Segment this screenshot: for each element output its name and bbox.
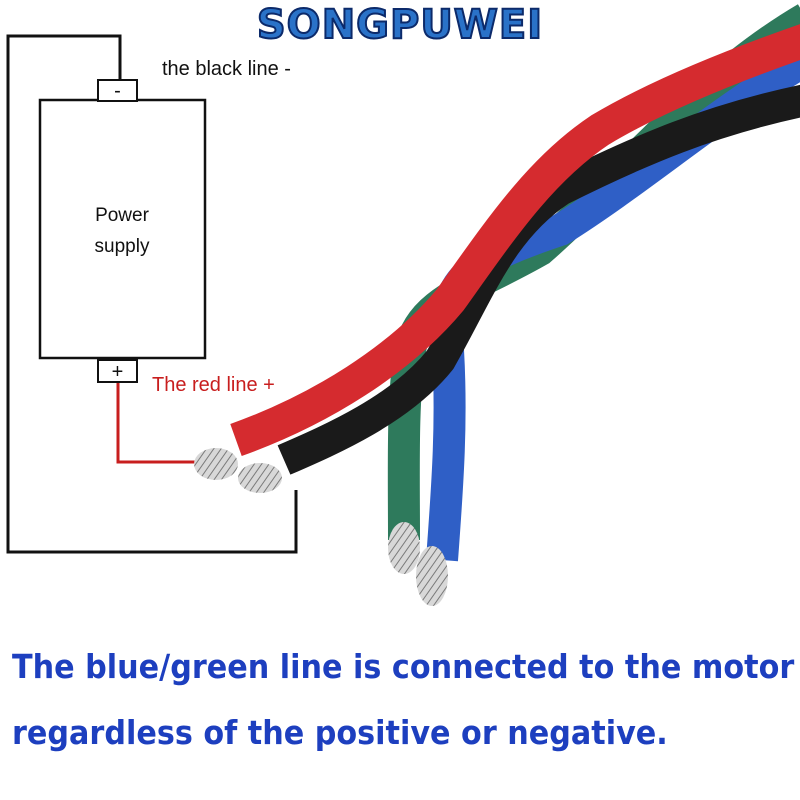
red-wire <box>230 24 800 457</box>
black-circuit-line <box>6 34 298 554</box>
circuit-lines <box>6 34 298 554</box>
power-supply-label-line1: Power <box>95 205 149 226</box>
blue-wire-strands <box>416 546 448 606</box>
black-wire-strands <box>238 463 282 493</box>
caption: The blue/green line is connected to the … <box>12 648 795 780</box>
positive-terminal <box>97 359 138 383</box>
power-supply-box <box>38 98 207 360</box>
red-circuit-line <box>116 382 200 464</box>
positive-symbol: + <box>112 361 124 383</box>
twisted-cable <box>194 4 800 606</box>
red-line-label: The red line + <box>152 374 275 396</box>
green-wire-strands <box>388 522 420 574</box>
negative-terminal <box>97 79 138 102</box>
caption-line-1: The blue/green line is connected to the … <box>12 648 795 686</box>
black-line-label: the black line - <box>162 58 291 80</box>
brand-logo: SONGPUWEI <box>256 1 544 49</box>
red-wire-strands <box>194 448 238 480</box>
power-supply-label: Power supply <box>42 200 202 262</box>
caption-line-2: regardless of the positive or negative. <box>12 714 668 752</box>
black-wire <box>277 84 800 475</box>
negative-symbol: - <box>114 80 121 102</box>
power-supply-label-line2: supply <box>94 236 150 257</box>
